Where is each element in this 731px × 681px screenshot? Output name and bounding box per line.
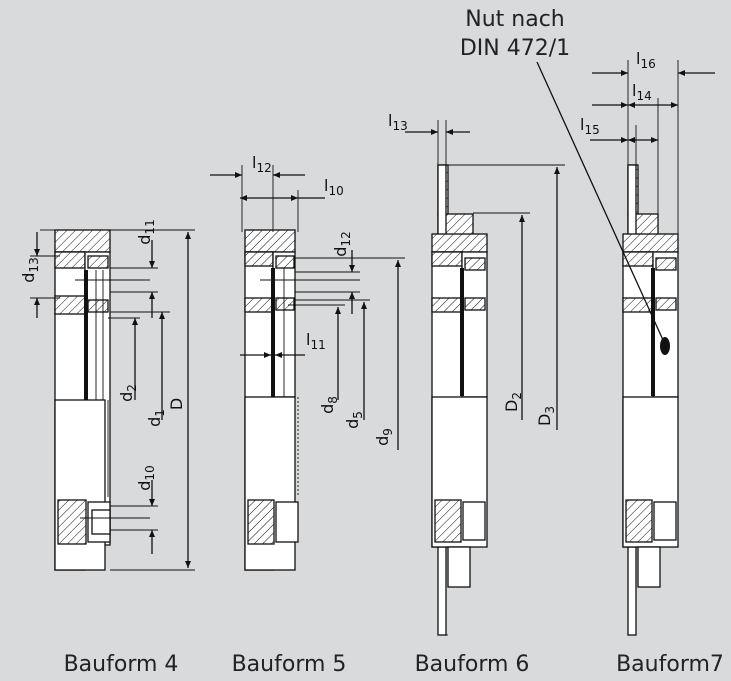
dim-l11: l11 (306, 330, 326, 352)
bauform-5-drawing (210, 165, 405, 571)
caption-bauform-7: Bauform7 (616, 652, 724, 677)
dim-D: D (167, 398, 186, 410)
dim-d13: d13 (19, 257, 41, 282)
dim-d11: d11 (135, 219, 157, 244)
dim-l14: l14 (632, 81, 652, 103)
dim-l10: l10 (324, 176, 344, 198)
dim-d9: d9 (373, 428, 395, 446)
dim-l12: l12 (252, 153, 272, 175)
bauform-7-drawing (536, 60, 715, 636)
bauform-4-drawing (30, 229, 195, 571)
dim-l16: l16 (636, 49, 656, 71)
bauform-6-drawing (405, 120, 565, 636)
caption-bauform-5: Bauform 5 (232, 652, 347, 677)
caption-bauform-6: Bauform 6 (415, 652, 530, 677)
dim-d8: d8 (318, 396, 340, 414)
dim-d1: d1 (145, 409, 167, 427)
dim-l13: l13 (388, 111, 408, 133)
dim-d2: d2 (117, 384, 139, 402)
caption-bauform-4: Bauform 4 (64, 652, 179, 677)
dim-d5: d5 (343, 411, 365, 429)
dim-d10: d10 (135, 465, 157, 490)
dim-D3: D3 (535, 406, 557, 426)
groove-note-line2: DIN 472/1 (460, 36, 570, 61)
dimension-labels: d13 d11 d2 d1 D d10 l12 l10 d12 l11 d8 d… (19, 49, 656, 491)
dim-d12: d12 (331, 231, 353, 256)
dim-D2: D2 (502, 392, 524, 412)
dim-l15: l15 (580, 115, 600, 137)
groove-note-line1: Nut nach (465, 7, 564, 32)
